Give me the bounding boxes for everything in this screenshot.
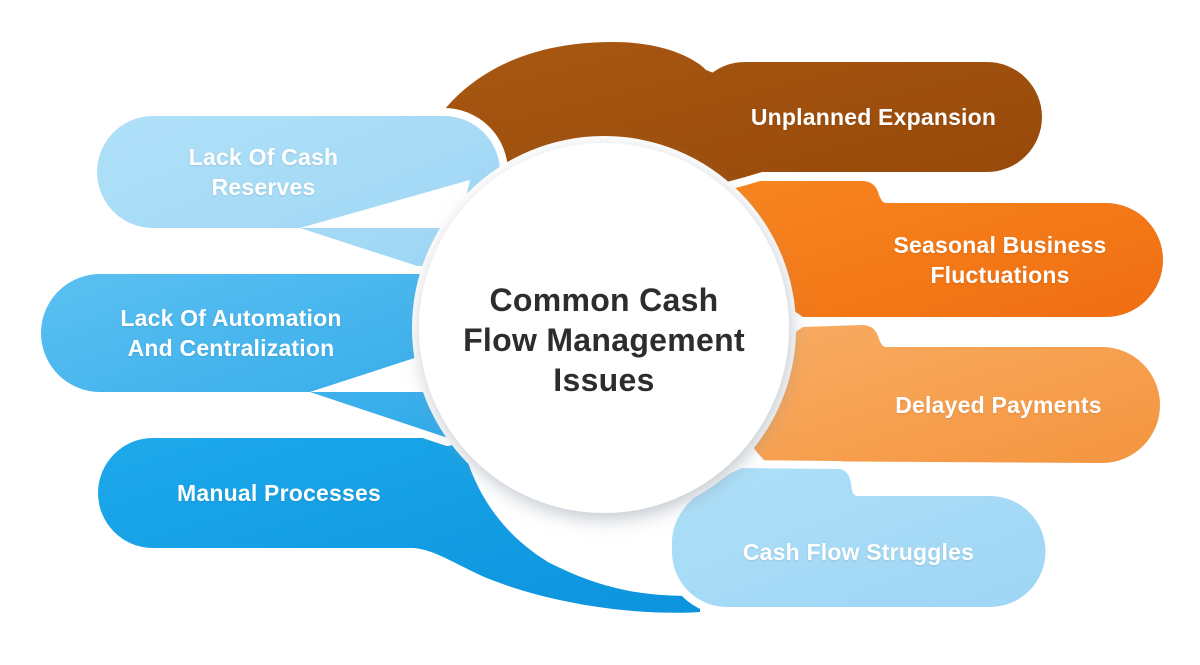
pill-seasonal-business-fluctuations-shape [721, 173, 1171, 325]
pill-cash-flow-struggles-shape [664, 460, 1054, 615]
pill-delayed-payments-shape [732, 317, 1168, 471]
pill-manual-processes-shape [90, 416, 708, 621]
pill-lack-of-automation-shape [33, 266, 508, 446]
center-circle [419, 143, 789, 513]
